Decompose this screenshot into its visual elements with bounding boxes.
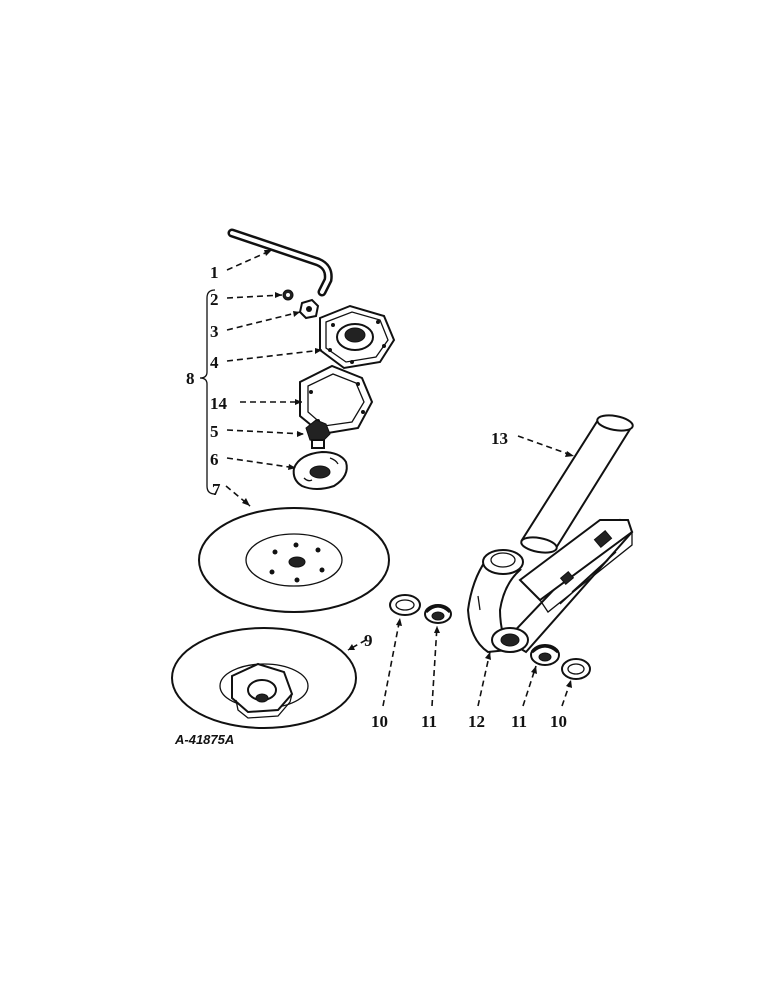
callout-11-right: 11 <box>511 712 527 731</box>
callout-2: 2 <box>210 290 219 309</box>
nut-part <box>298 298 320 320</box>
drawing-code: A-41875A <box>174 732 234 747</box>
disk-arm-part <box>466 518 634 654</box>
group-bracket <box>199 289 216 495</box>
callout-1: 1 <box>210 263 219 282</box>
callout-4: 4 <box>210 353 219 372</box>
gasket-part <box>299 364 374 436</box>
seal-part <box>424 604 452 624</box>
callout-14: 14 <box>210 394 228 413</box>
callout-10-right: 10 <box>550 712 567 731</box>
callout-5: 5 <box>210 422 219 441</box>
callout-10-left: 10 <box>371 712 388 731</box>
seal-ring-part-right <box>561 658 591 680</box>
callout-6: 6 <box>210 450 219 469</box>
callout-9: 9 <box>364 631 373 650</box>
hex-key-part <box>227 228 333 297</box>
callout-12: 12 <box>468 712 485 731</box>
grease-fitting-part <box>282 289 294 301</box>
tube-part <box>520 414 634 554</box>
bearing-cap-part <box>319 304 396 370</box>
arrowheads <box>242 250 574 688</box>
disk-blade-part <box>198 507 390 613</box>
callout-7: 7 <box>212 480 221 499</box>
seal-ring-part <box>389 594 421 616</box>
washer-plate-part <box>292 450 348 490</box>
seal-part-right <box>530 644 560 666</box>
disk-assembly-part <box>171 627 357 729</box>
callout-13: 13 <box>491 429 508 448</box>
callout-3: 3 <box>210 322 219 341</box>
bearing-cone-part <box>305 419 331 449</box>
callout-8: 8 <box>186 369 195 388</box>
callout-11-left: 11 <box>421 712 437 731</box>
